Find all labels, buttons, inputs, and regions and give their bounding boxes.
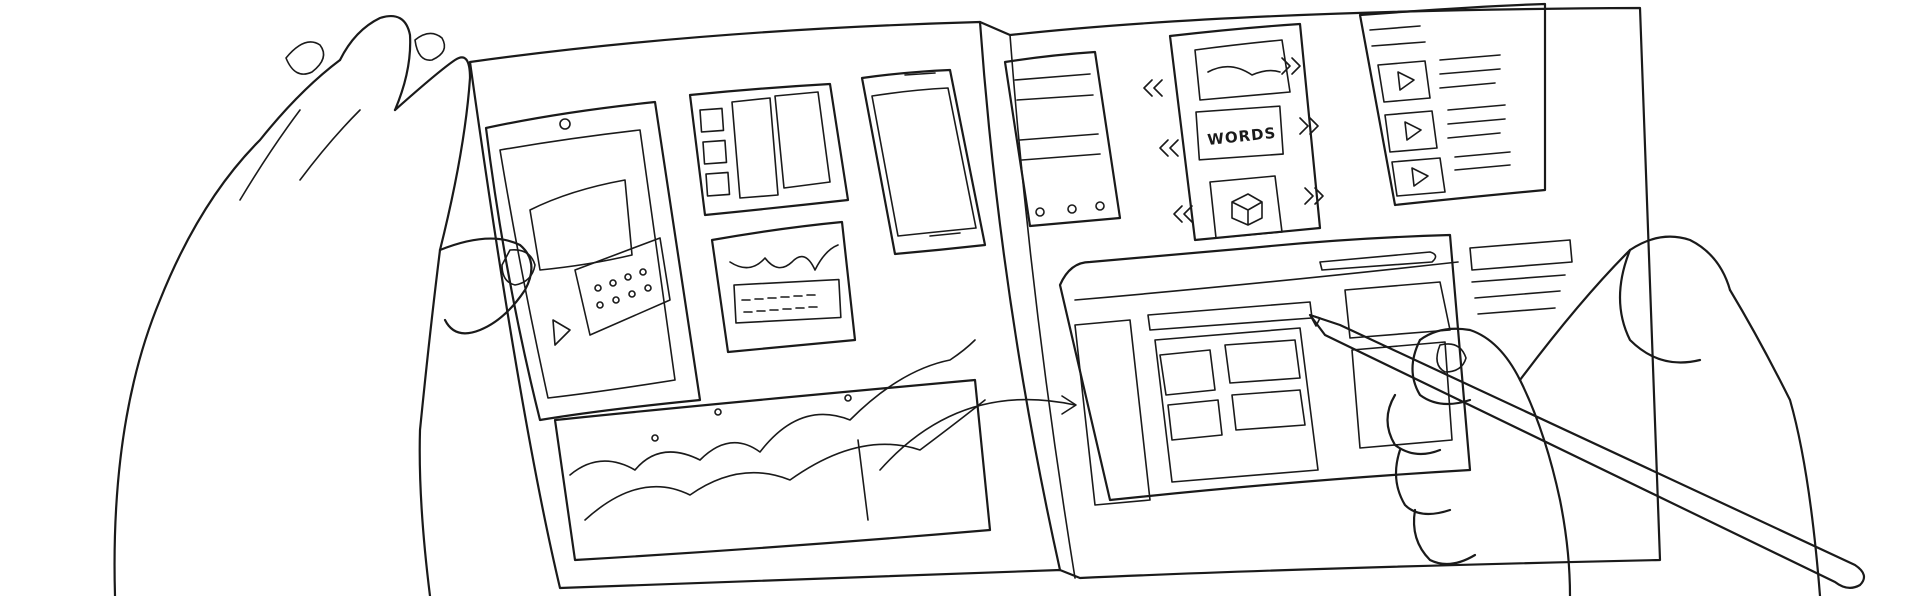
words-card — [1195, 105, 1284, 161]
search-bar-shape — [1319, 251, 1437, 271]
line-chart-sketch — [553, 339, 992, 562]
arrow-sketch — [879, 395, 1077, 471]
dashboard-wireframe — [1058, 233, 1573, 506]
grid-panel-wireframe — [688, 82, 850, 217]
mobile-screen-wireframe — [1003, 50, 1122, 228]
right-hand-drawing — [1308, 235, 1866, 596]
camera-icon — [559, 118, 571, 130]
notebook — [468, 6, 1662, 590]
stylus-drawing — [1308, 313, 1866, 589]
left-hand-drawing — [113, 14, 536, 596]
video-play-icon — [1411, 167, 1429, 187]
tablet-wireframe — [484, 100, 702, 422]
dotted-card-shape — [574, 237, 671, 336]
chart-card-wireframe — [710, 220, 857, 354]
video-play-icon — [1397, 71, 1415, 91]
image-card-shape — [529, 179, 633, 271]
sidebar-shape — [1074, 319, 1151, 506]
carousel-wireframe: WORDS — [1143, 22, 1324, 242]
words-label: WORDS — [1207, 124, 1278, 149]
thumbnail-nail — [285, 41, 325, 75]
play-icon — [552, 319, 571, 346]
video-play-icon — [1404, 121, 1422, 141]
video-list-wireframe — [1358, 2, 1547, 207]
phone-wireframe — [860, 68, 987, 256]
